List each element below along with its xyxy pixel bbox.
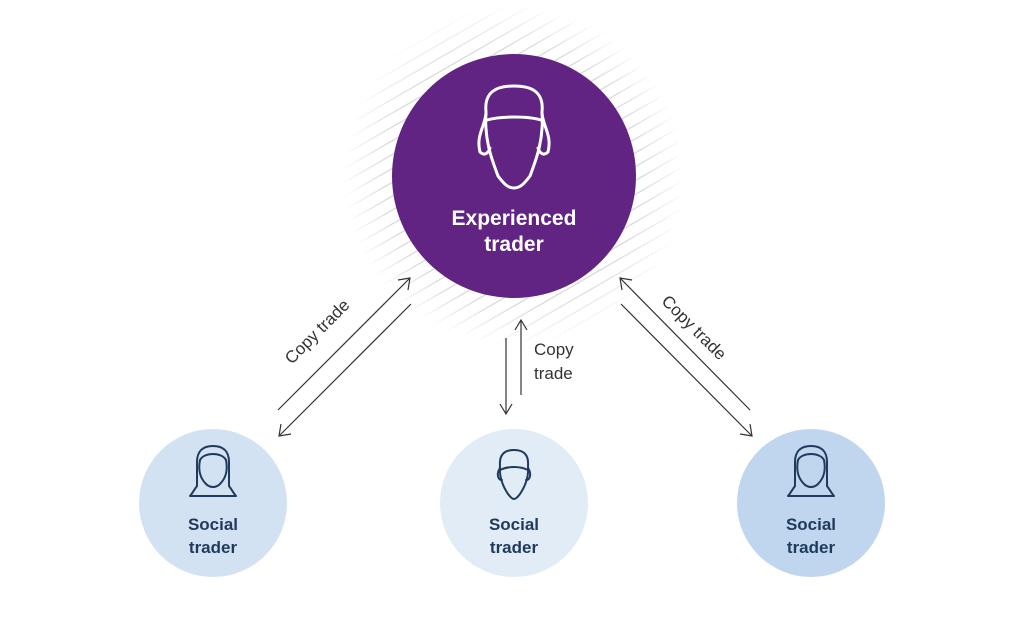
social-trader-label-right: Social trader	[751, 514, 871, 560]
copy-trade-label-middle: Copy trade	[534, 338, 574, 386]
experienced-trader-label: Experienced trader	[414, 206, 614, 257]
social-trader-line1: Social	[785, 515, 837, 534]
experienced-trader-line2: trader	[484, 232, 544, 256]
right-copy-arrows	[619, 277, 753, 437]
person-head-icon	[477, 84, 551, 190]
person-head-icon	[496, 449, 532, 500]
left-copy-arrows	[277, 277, 412, 437]
middle-copy-arrows	[499, 318, 528, 416]
social-trader-line2: trader	[489, 537, 539, 557]
social-trader-node-middle	[440, 429, 588, 577]
social-trader-label-middle: Social trader	[454, 514, 574, 560]
social-trader-node-left	[139, 429, 287, 577]
social-trader-line1: Social	[488, 515, 540, 534]
social-trader-label-left: Social trader	[153, 514, 273, 560]
social-trader-line1: Social	[187, 515, 239, 534]
social-trader-node-right	[737, 429, 885, 577]
experienced-trader-line1: Experienced	[451, 207, 577, 230]
social-trader-line2: trader	[786, 537, 836, 557]
social-trader-line2: trader	[188, 537, 238, 557]
experienced-trader-node	[392, 54, 636, 298]
copy-trade-line1: Copy	[534, 340, 574, 359]
woman-head-icon	[189, 445, 237, 497]
copy-trade-line2: trade	[534, 363, 573, 383]
woman-head-icon	[787, 445, 835, 497]
